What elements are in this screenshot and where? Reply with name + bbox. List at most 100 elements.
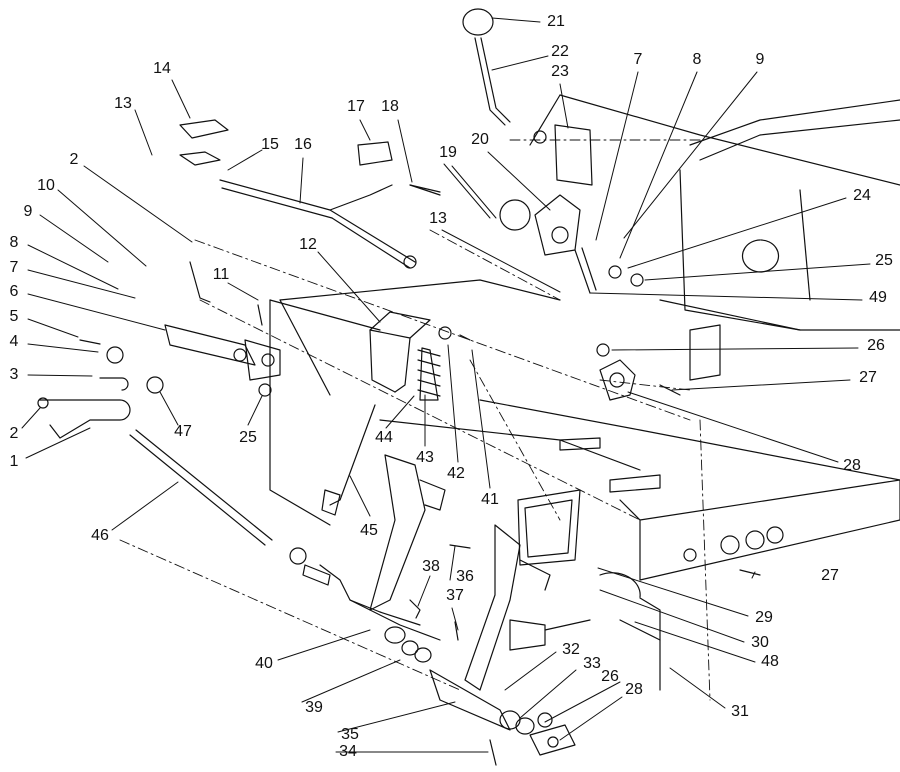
leader-line: [27, 318, 79, 338]
leader-line: [491, 17, 541, 23]
callout-26: 26: [601, 668, 619, 685]
leader-line: [111, 481, 179, 531]
callout-49: 49: [869, 289, 887, 306]
callout-23: 23: [551, 63, 569, 80]
callout-14: 14: [153, 60, 171, 77]
callout-13: 13: [114, 95, 132, 112]
callout-27: 27: [821, 567, 839, 584]
brake-pedal-rod: [179, 119, 441, 269]
callout-38: 38: [422, 558, 440, 575]
leader-line: [277, 629, 371, 661]
cross-shaft: [129, 429, 331, 586]
leader-line: [447, 344, 459, 463]
leader-line: [159, 391, 179, 426]
leader-line: [27, 269, 136, 299]
callout-16: 16: [294, 136, 312, 153]
callout-12: 12: [299, 236, 317, 253]
leader-line: [589, 292, 863, 301]
callout-47: 47: [174, 423, 192, 440]
callout-43: 43: [416, 449, 434, 466]
callout-25: 25: [875, 252, 893, 269]
leader-line: [27, 374, 93, 377]
leader-line: [751, 571, 756, 579]
leader-line: [27, 293, 166, 331]
leader-line: [83, 165, 193, 243]
callout-1: 1: [9, 453, 19, 470]
callout-2: 2: [9, 425, 19, 442]
leader-line: [519, 669, 577, 719]
leader-line: [21, 407, 41, 429]
leader-line: [301, 659, 401, 703]
leader-line: [451, 607, 459, 631]
callout-18: 18: [381, 98, 399, 115]
callout-27: 27: [859, 369, 877, 386]
shift-lever: [462, 8, 547, 144]
callout-24: 24: [853, 187, 871, 204]
leader-line: [27, 244, 119, 290]
callout-34: 34: [339, 743, 357, 760]
leader-line: [627, 391, 839, 463]
callout-19: 19: [439, 144, 457, 161]
callout-17: 17: [347, 98, 365, 115]
callout-9: 9: [23, 203, 33, 220]
callout-7: 7: [9, 259, 19, 276]
leader-line: [491, 55, 549, 71]
leader-line: [471, 349, 491, 489]
leader-line: [39, 214, 109, 263]
leader-line: [385, 395, 415, 429]
leader-line: [559, 83, 569, 129]
leader-line: [611, 347, 859, 351]
callout-15: 15: [261, 136, 279, 153]
leader-line: [669, 667, 726, 709]
leader-line: [441, 229, 561, 293]
brake-linkage: [37, 261, 281, 439]
leader-line: [417, 575, 431, 607]
callout-8: 8: [692, 51, 702, 68]
callout-11: 11: [212, 266, 230, 283]
callout-33: 33: [583, 655, 601, 672]
leader-line: [25, 427, 91, 459]
leader-line: [227, 282, 259, 301]
leader-line: [644, 263, 871, 281]
callout-8: 8: [9, 234, 19, 251]
leader-line: [299, 157, 304, 204]
callout-45: 45: [360, 522, 378, 539]
callout-30: 30: [751, 634, 769, 651]
leader-line: [171, 79, 191, 119]
leader-line: [627, 197, 847, 269]
callout-35: 35: [341, 726, 359, 743]
callout-6: 6: [9, 283, 19, 300]
callout-21: 21: [547, 13, 565, 30]
leader-line: [134, 109, 153, 156]
callout-7: 7: [633, 51, 643, 68]
callout-4: 4: [9, 333, 19, 350]
callout-31: 31: [731, 703, 749, 720]
leader-line: [599, 589, 745, 643]
callout-42: 42: [447, 465, 465, 482]
callout-28: 28: [625, 681, 643, 698]
frame-assembly: [279, 94, 900, 581]
leader-line: [359, 119, 371, 141]
callout-40: 40: [255, 655, 273, 672]
leader-line: [397, 119, 413, 183]
leader-line: [559, 696, 623, 741]
leader-line: [623, 71, 758, 239]
leader-line: [595, 71, 639, 241]
callout-26: 26: [867, 337, 885, 354]
leader-line: [619, 71, 698, 259]
centerlines: [119, 139, 711, 701]
callout-5: 5: [9, 308, 19, 325]
callout-41: 41: [481, 491, 499, 508]
leader-line: [487, 151, 551, 211]
hardware: [409, 184, 761, 766]
leader-line: [544, 681, 621, 723]
leader-line: [451, 165, 497, 219]
callout-2: 2: [69, 151, 79, 168]
leader-lines: [21, 17, 871, 753]
callout-9: 9: [755, 51, 765, 68]
callout-3: 3: [9, 366, 19, 383]
pedal-assembly: [319, 454, 661, 735]
leader-line: [449, 545, 456, 581]
